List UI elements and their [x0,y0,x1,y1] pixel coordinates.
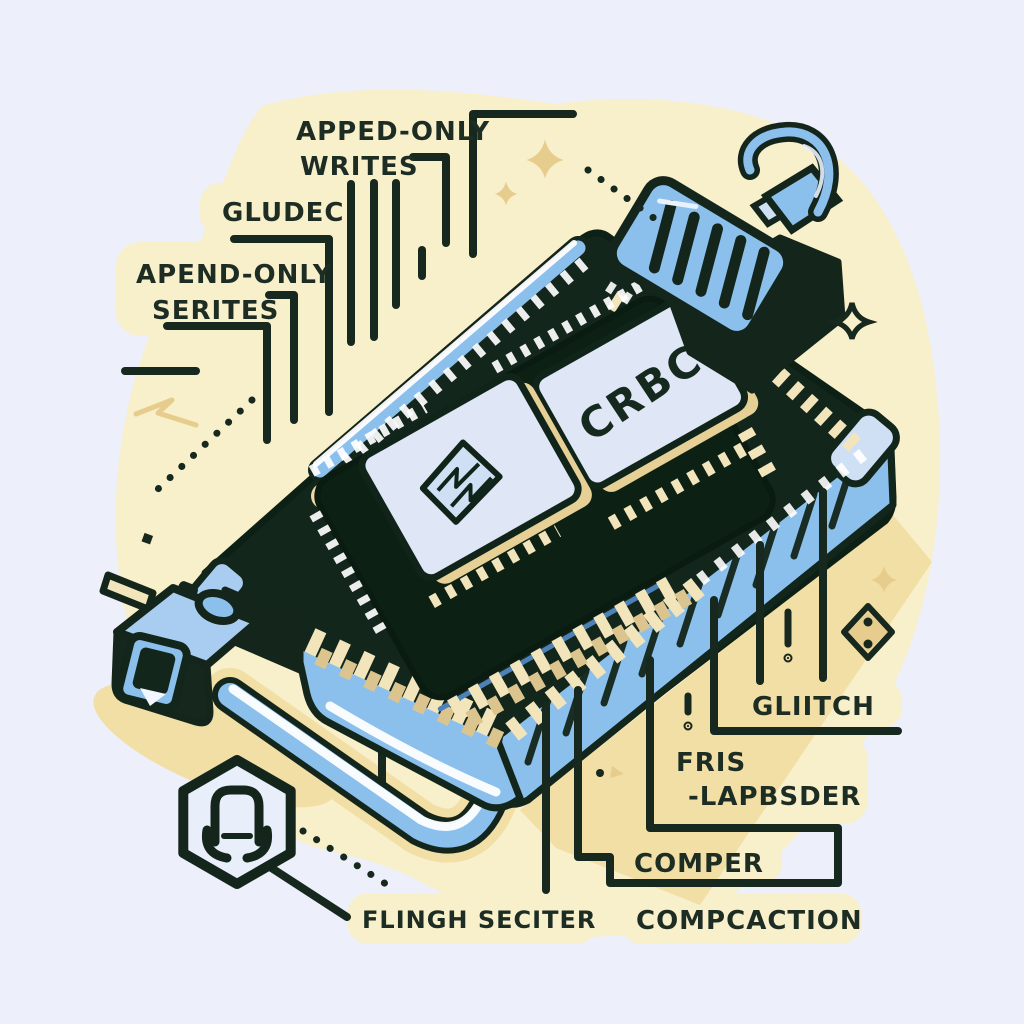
feather-icon [419,439,503,525]
label-compcaction: COMPCACTION [636,906,863,936]
label-fris-lapbsder-2: -LAPBSDER [688,782,861,812]
circuit-board: CRBC [186,229,900,812]
label-apend-only-serites-1: APEND-ONLY [136,260,333,290]
sparkle-outline-icon [826,302,878,340]
board-edge-rim [308,236,590,482]
dotted-line [154,396,256,493]
callout-line [469,110,577,258]
plug-stripes [648,200,770,321]
callout-line [265,291,298,424]
callout-lines [121,110,902,921]
label-comper: COMPER [634,849,764,879]
callout-line [574,656,842,887]
label-fris-lapbsder-1: FRIS [676,748,746,778]
lightning-doodle-icon [133,397,199,428]
connector-socket-glint [140,688,166,706]
board-bottom-face [292,640,524,812]
label-pill [620,893,862,944]
label-pill [347,893,598,944]
callout-line [710,596,902,735]
sparkle-icon [871,565,897,593]
hexagon-outline [178,755,296,889]
hexagon-badge [178,755,296,889]
badge-lock-icon [201,785,273,863]
callout-line [409,153,450,247]
exclaim-mark [683,608,793,731]
label-gliitch: GLIITCH [752,692,875,722]
ethernet-cable-plug [607,122,846,394]
connector-loop [194,588,242,626]
label-append-only-writes-1: APPED-ONLY [296,117,490,147]
callout-line [230,235,333,416]
sparkle-icon [494,181,518,206]
label-gludec: GLUDEC [222,198,345,228]
connector-stub [177,581,199,597]
labels: APPED-ONLY WRITES GLUDEC APEND-ONLY SERI… [136,117,875,936]
label-pill [116,242,326,336]
label-apend-only-serites-2: SERITES [152,296,279,326]
label-flingh-seciter: FLINGH SECITER [362,906,596,934]
dotted-lines [154,166,666,890]
board-corner-cap [824,408,900,488]
label-append-only-writes-2: WRITES [300,152,419,182]
gold-speck [610,766,624,778]
connector-socket-hole [132,647,176,695]
power-connector-plug [99,571,304,727]
callout-line [163,322,271,444]
label-pill [200,183,352,235]
sparkles [133,139,897,778]
diamond-sparkle-icon [841,603,895,661]
dotted-line [584,166,666,228]
dotted-line [299,827,393,890]
feather-chip [358,373,592,584]
plug-body [607,176,793,340]
square-speck [141,532,154,545]
sparkle-icon [526,139,564,179]
cable-hook [737,122,839,222]
dark-speck [596,769,604,777]
